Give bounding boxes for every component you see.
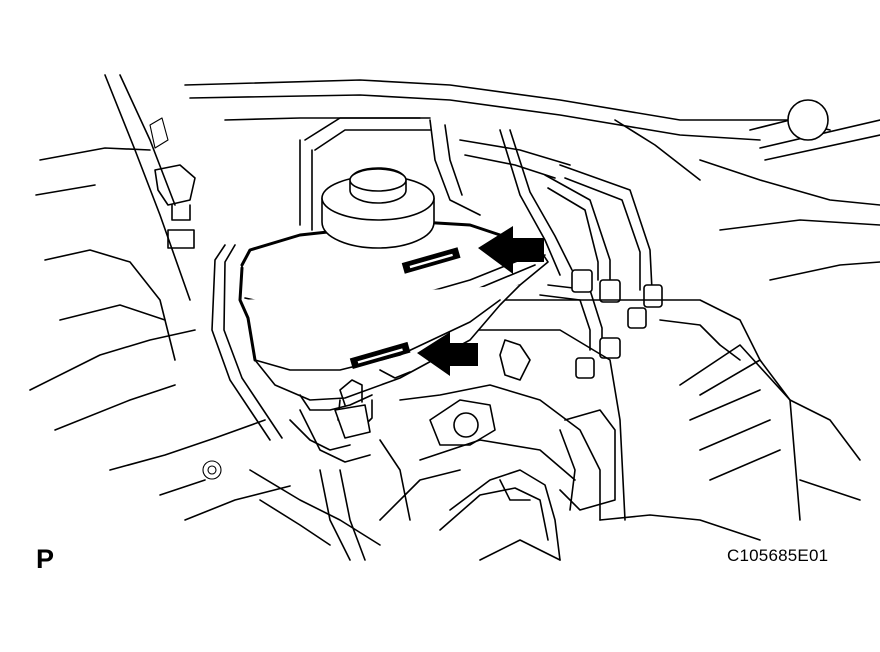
arrow-left-icon bbox=[478, 226, 544, 274]
brake-fluid-reservoir bbox=[238, 167, 549, 463]
wiring-harness bbox=[379, 469, 561, 561]
abs-actuator bbox=[399, 299, 801, 521]
brake-lines bbox=[211, 117, 653, 441]
arrow-lower bbox=[417, 332, 478, 376]
lower-structure bbox=[249, 399, 861, 561]
view-label: P bbox=[36, 544, 55, 574]
left-fender-structure bbox=[29, 74, 291, 521]
arrow-left-icon bbox=[417, 332, 478, 376]
line-fittings bbox=[571, 269, 663, 379]
top-rail bbox=[184, 79, 880, 281]
arrow-upper bbox=[478, 226, 544, 274]
figure-code: C105685E01 bbox=[727, 546, 829, 565]
